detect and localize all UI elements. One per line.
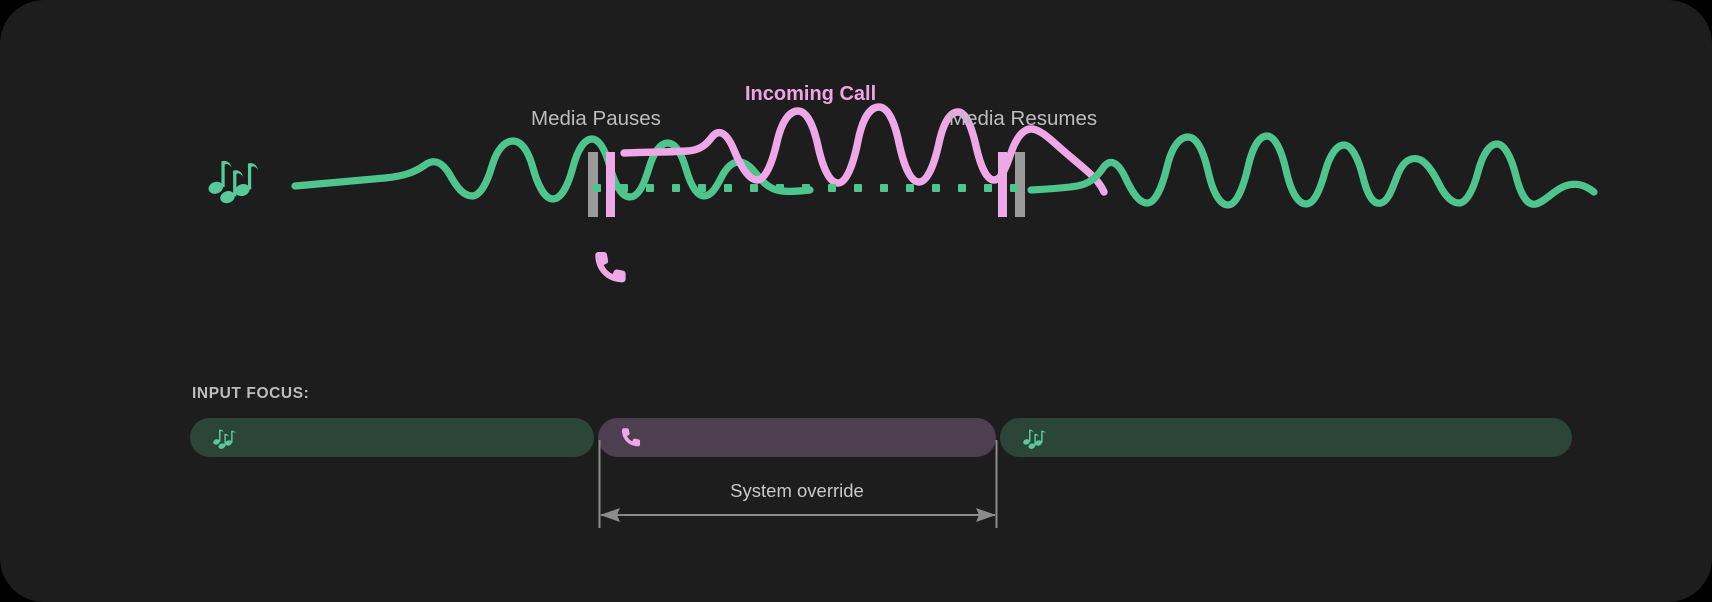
phone-icon: [621, 427, 641, 446]
pause-marker-gray: [588, 152, 598, 217]
label-media-resumes: Media Resumes: [949, 107, 1098, 130]
pause-marker-pink: [606, 152, 615, 217]
override-arrow-head-right: [976, 508, 996, 522]
focus-bar-call[interactable]: [598, 418, 996, 457]
resume-marker-gray: [1015, 152, 1025, 217]
music-notes-icon: [212, 429, 236, 449]
label-media-pauses: Media Pauses: [531, 107, 661, 130]
label-incoming-call: Incoming Call: [745, 83, 877, 105]
input-focus-heading: INPUT FOCUS:: [192, 385, 310, 402]
resume-marker-pink: [998, 152, 1007, 217]
media-wave-after: [1027, 132, 1598, 209]
focus-bar-media-after[interactable]: [1000, 418, 1572, 457]
override-arrow-head-left: [600, 508, 620, 522]
music-notes-icon: [1022, 429, 1046, 449]
media-wave-before: [291, 135, 814, 203]
paused-media-dotted-line: [593, 184, 1018, 192]
music-notes-icon: [206, 160, 258, 206]
phone-icon: [595, 252, 626, 283]
system-override-label: System override: [730, 480, 864, 501]
focus-bar-media-before[interactable]: [190, 418, 594, 457]
